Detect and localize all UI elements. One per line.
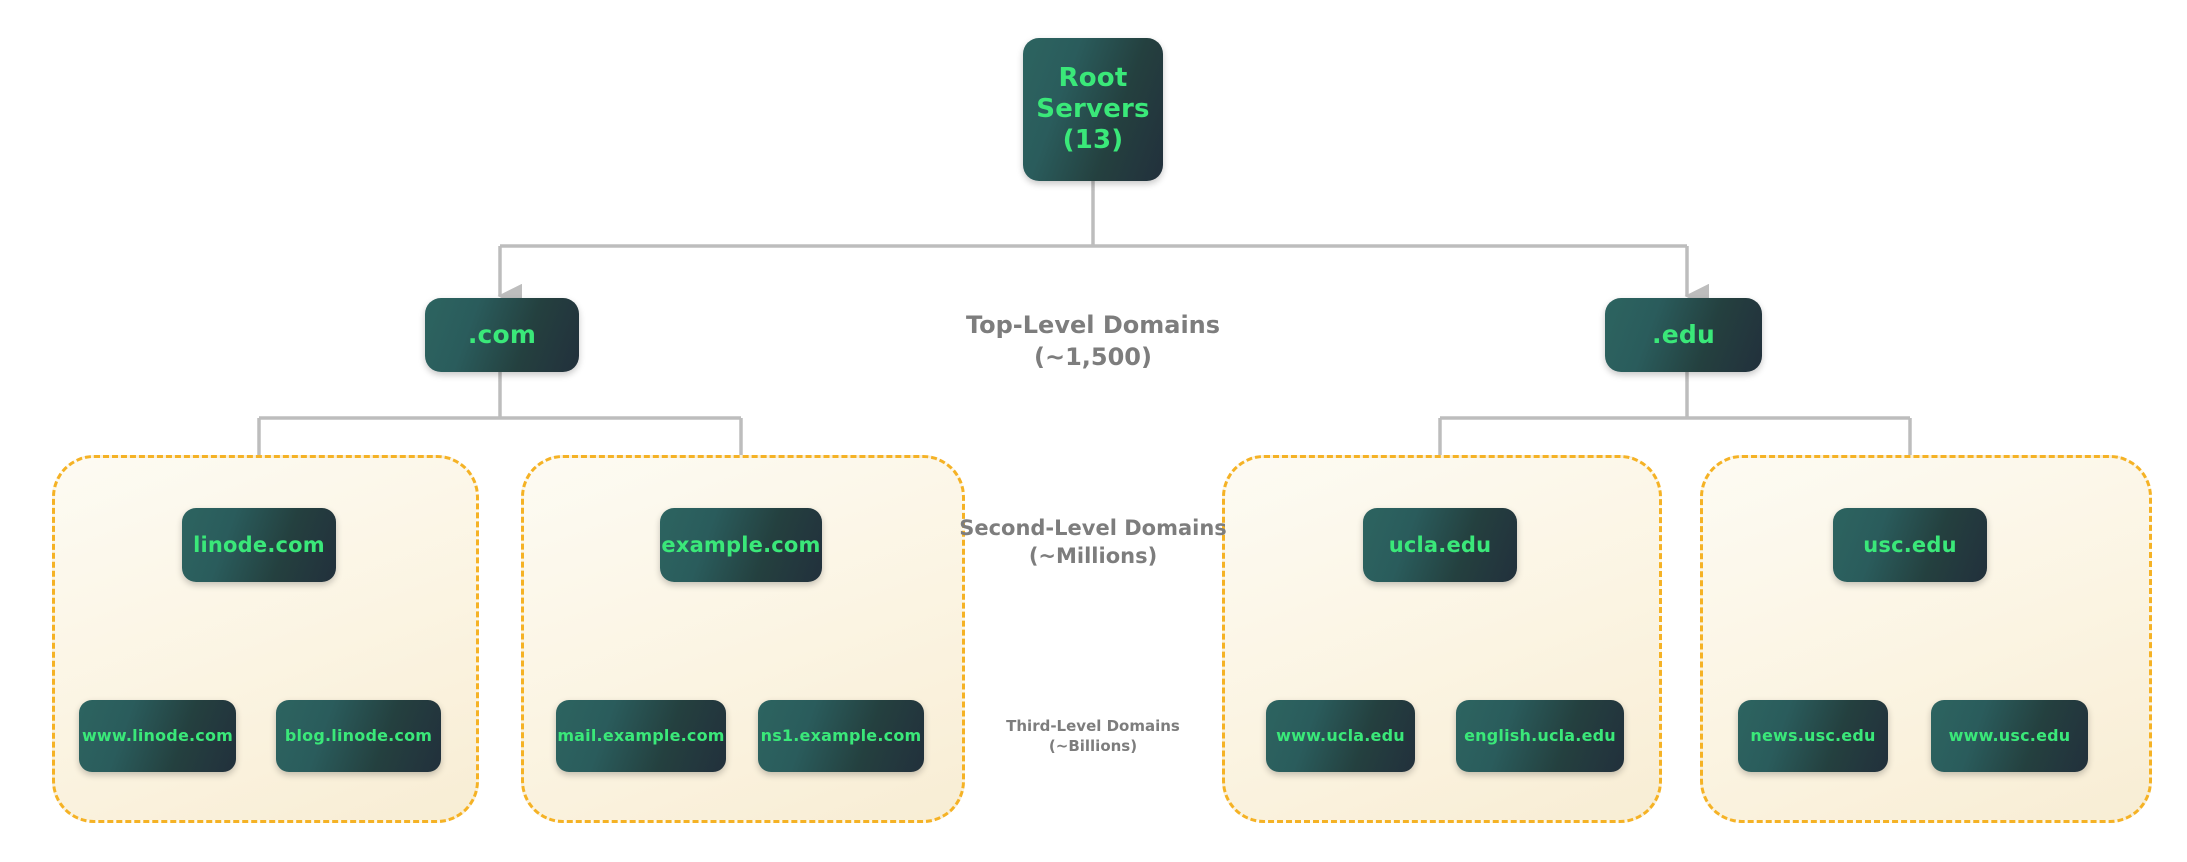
node-tld-edu[interactable]: .edu <box>1605 298 1762 372</box>
node-leaf-english-ucla-edu[interactable]: english.ucla.edu <box>1456 700 1624 772</box>
node-leaf-blog-linode-com[interactable]: blog.linode.com <box>276 700 441 772</box>
node-tld-com[interactable]: .com <box>425 298 579 372</box>
node-leaf-www-linode-com[interactable]: www.linode.com <box>79 700 236 772</box>
node-leaf-ns1-example-com[interactable]: ns1.example.com <box>758 700 924 772</box>
tier-label-third-level: Third-Level Domains (~Billions) <box>1006 717 1180 755</box>
node-sld-ucla-edu[interactable]: ucla.edu <box>1363 508 1517 582</box>
node-leaf-www-ucla-edu[interactable]: www.ucla.edu <box>1266 700 1415 772</box>
node-leaf-mail-example-com[interactable]: mail.example.com <box>556 700 726 772</box>
node-leaf-www-usc-edu[interactable]: www.usc.edu <box>1931 700 2088 772</box>
tier-label-top-level: Top-Level Domains (~1,500) <box>965 311 1221 371</box>
node-leaf-news-usc-edu[interactable]: news.usc.edu <box>1738 700 1888 772</box>
node-sld-linode-com[interactable]: linode.com <box>182 508 336 582</box>
node-root-servers[interactable]: Root Servers (13) <box>1023 38 1163 181</box>
node-sld-usc-edu[interactable]: usc.edu <box>1833 508 1987 582</box>
tier-label-second-level: Second-Level Domains (~Millions) <box>959 516 1227 568</box>
node-sld-example-com[interactable]: example.com <box>660 508 822 582</box>
